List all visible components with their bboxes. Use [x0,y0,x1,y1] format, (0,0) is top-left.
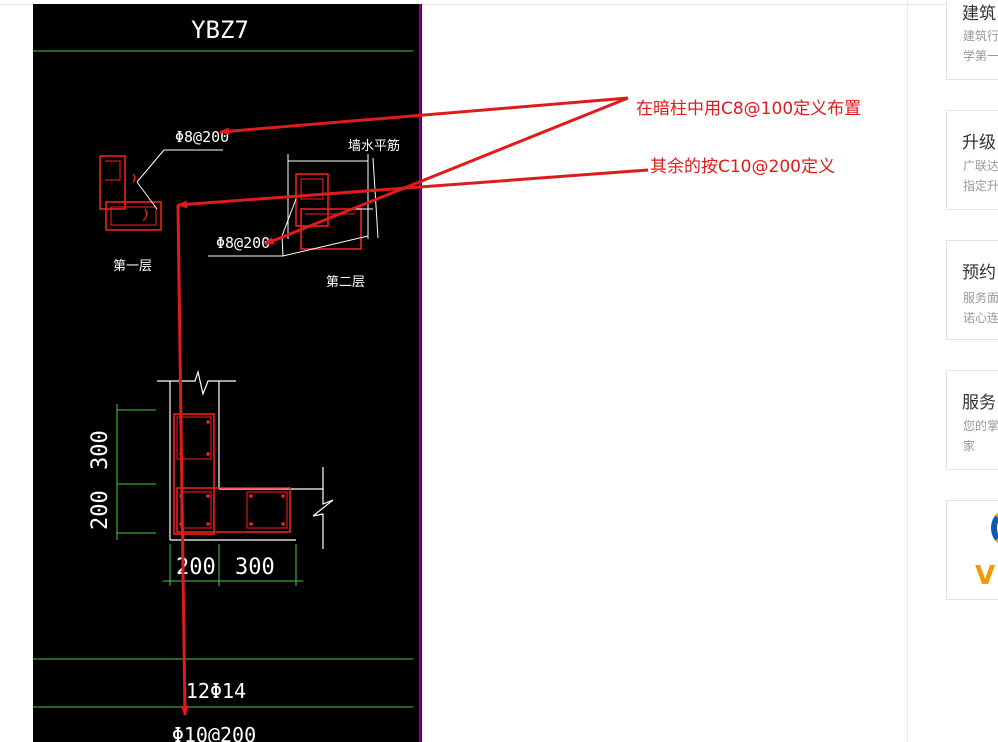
dimension-bottom-300: 300 [235,555,275,580]
wall-rebar-label: 墙水平筋 [348,138,400,154]
sidebar-card-appointment[interactable]: 预约 服务面 诺心连 [946,240,998,340]
sidebar-card-building[interactable]: 建筑 建筑行 学第一 [946,0,998,80]
column-section-plan [157,369,334,549]
brand-logo-ring-icon [991,511,998,545]
sidebar-card-upgrade[interactable]: 升级 广联达 指定升 [946,110,998,210]
card-desc-line: 您的掌 [963,419,998,433]
annotation-hidden-column: 在暗柱中用C8@100定义布置 [636,99,862,119]
card-title: 预约 [962,263,996,283]
card-desc-line: 广联达 [963,159,998,173]
card-desc-line: 建筑行 [963,29,998,43]
column-id: YBZ7 [191,16,249,44]
sidebar-card-service[interactable]: 服务 您的掌 家 [946,370,998,470]
card-desc-line: 诺心连 [963,311,998,325]
card-title: 建筑 [962,4,996,24]
card-title: 升级 [962,133,996,153]
card-title: 服务 [962,393,996,413]
sidebar-card-logo[interactable]: V [946,500,998,600]
annotation-remaining: 其余的按C10@200定义 [650,157,835,177]
card-desc-line: 家 [963,439,976,453]
main-stirrup-spec: Φ10@200 [172,723,256,742]
stirrup-label-right: Φ8@200 [216,234,270,252]
first-layer-detail [99,149,223,231]
cad-drawing: YBZ7 Φ8@200 第一层 [33,4,421,742]
layer-two-label: 第二层 [326,275,365,290]
cad-drawing-panel: YBZ7 Φ8@200 第一层 [33,4,422,742]
top-border [0,0,998,5]
card-desc-line: 学第一 [963,49,998,63]
layer-one-label: 第一层 [113,259,152,274]
longitudinal-rebar-spec: 12Φ14 [186,679,246,703]
sidebar-divider [907,0,908,742]
card-desc-line: 指定升 [963,179,998,193]
card-desc-line: 服务面 [963,291,998,305]
stirrup-label-top: Φ8@200 [175,128,229,146]
dimension-left-200: 200 [88,490,113,530]
dimension-left-300: 300 [88,430,113,470]
brand-logo-letter: V [975,561,996,591]
dimension-bottom-200: 200 [176,555,216,580]
